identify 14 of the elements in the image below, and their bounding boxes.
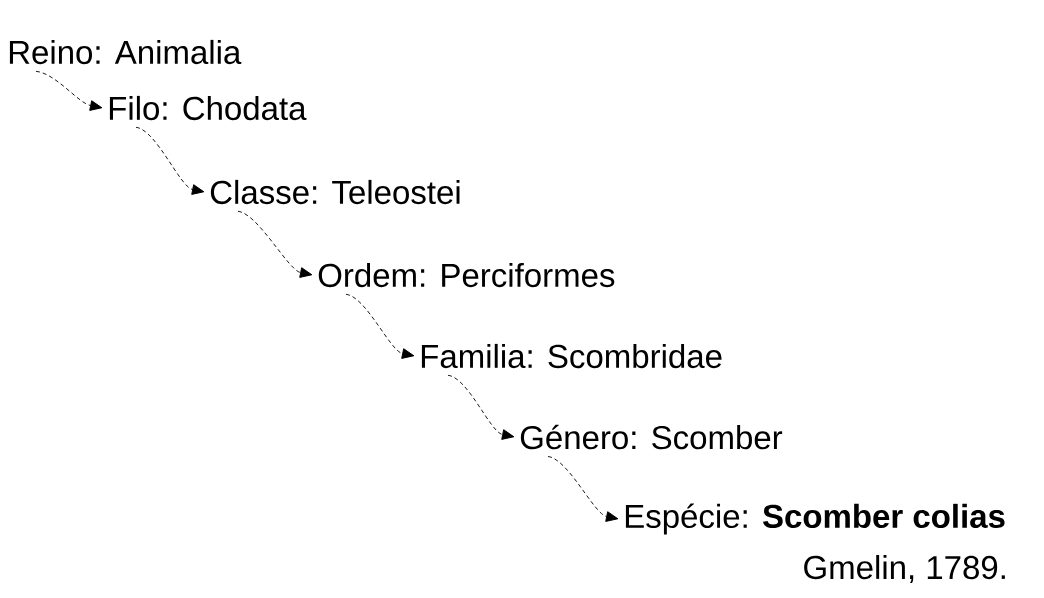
taxon-label: Classe: Teleostei — [210, 179, 460, 205]
dashed-arrow — [135, 126, 205, 195]
taxon-label: Reino: Animalia — [9, 39, 242, 65]
taxon-label: Filo: Chodata — [109, 95, 307, 121]
author-citation: Gmelin, 1789. — [804, 555, 1005, 584]
taxon-label: Espécie: Scomber colias — [625, 503, 1005, 535]
dashed-arrow — [345, 293, 415, 359]
dashed-arrow — [447, 374, 515, 440]
dashed-arrow — [547, 456, 619, 522]
dashed-arrow — [35, 70, 103, 111]
taxon-label: Género: Scomber — [520, 424, 783, 450]
dashed-arrow — [237, 210, 313, 278]
taxon-label: Familia: Scombridae — [421, 343, 722, 369]
taxon-label: Ordem: Perciformes — [318, 262, 615, 288]
